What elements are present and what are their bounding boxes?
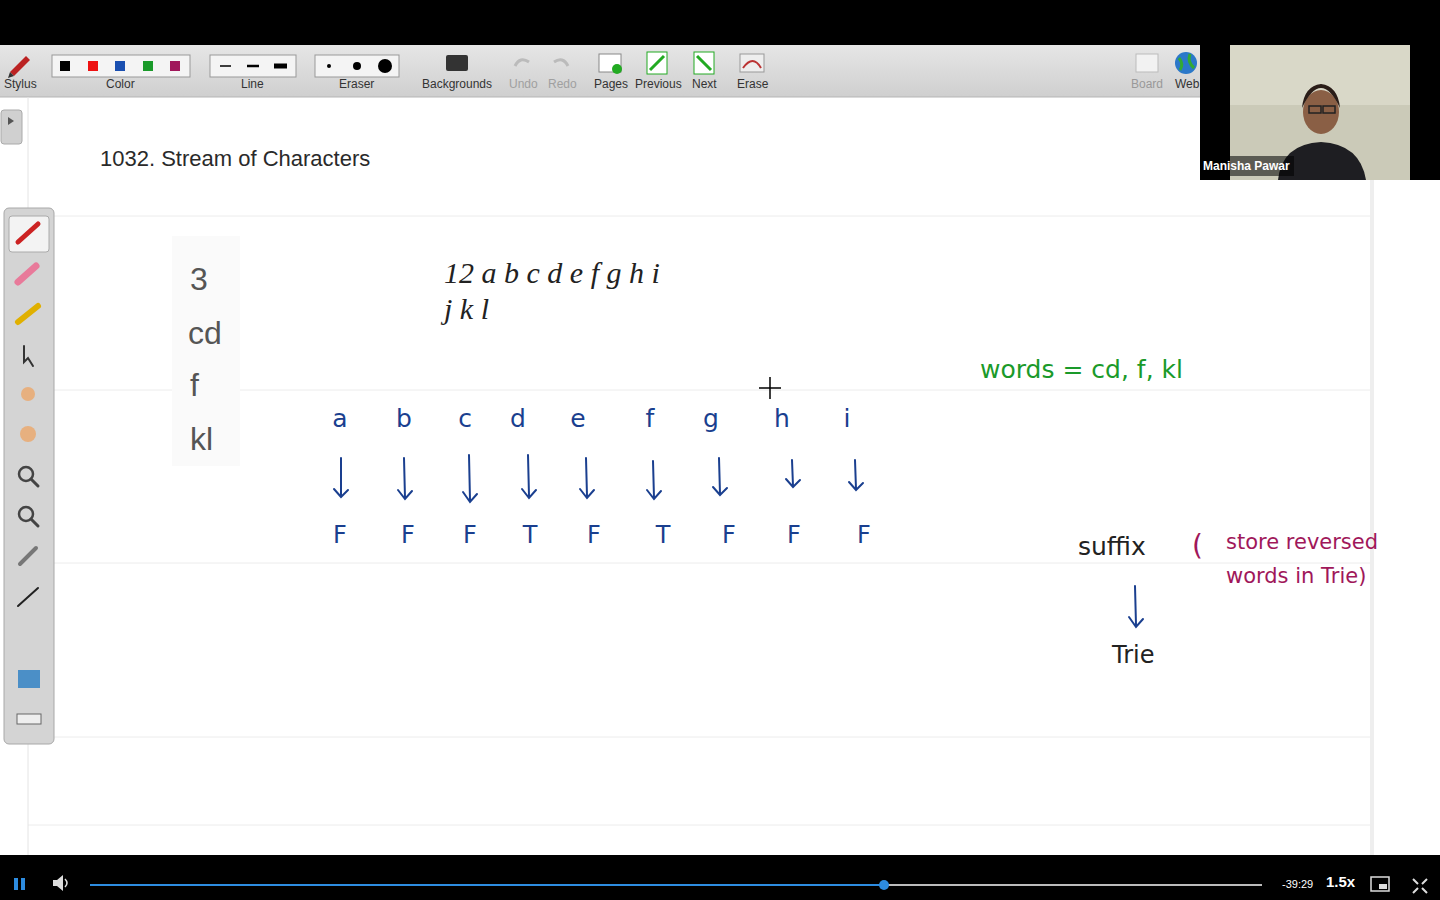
query-stream: 12 a b c d e f g h i bbox=[444, 256, 660, 291]
toolbar-label: Color bbox=[106, 78, 135, 92]
query-stream: j k l bbox=[444, 292, 489, 327]
trie-label: Trie bbox=[1112, 642, 1154, 670]
stream-letter: g bbox=[703, 405, 719, 434]
toolbar-label: Previous bbox=[635, 78, 682, 92]
toolbar-label: Line bbox=[241, 78, 264, 92]
toolbar-label: Stylus bbox=[4, 78, 37, 92]
time-remaining: -39:29 bbox=[1282, 878, 1313, 891]
page-title: 1032. Stream of Characters bbox=[100, 146, 370, 171]
query-result: T bbox=[656, 522, 671, 550]
stream-letter: f bbox=[646, 405, 655, 434]
trie-note: store reversed words in Trie) bbox=[1226, 526, 1426, 593]
toolbar-label: Eraser bbox=[339, 78, 374, 92]
toolbar-label: Redo bbox=[548, 78, 577, 92]
toolbar-label: Next bbox=[692, 78, 717, 92]
toolbar-label: Pages bbox=[594, 78, 628, 92]
toolbar-label: Backgrounds bbox=[422, 78, 492, 92]
query-result: F bbox=[401, 522, 415, 550]
paren: ( bbox=[1192, 530, 1203, 562]
words-note: words = cd, f, kl bbox=[980, 356, 1183, 385]
playback-speed: 1.5x bbox=[1326, 873, 1355, 890]
sample-input: 3 bbox=[190, 261, 208, 298]
query-result: F bbox=[857, 522, 871, 550]
webcam-name: Manisha Pawar bbox=[1203, 160, 1290, 174]
stream-letter: i bbox=[844, 405, 851, 434]
sample-input: cd bbox=[188, 315, 222, 352]
toolbar-label: Undo bbox=[509, 78, 538, 92]
toolbar-label: Erase bbox=[737, 78, 768, 92]
query-result: F bbox=[722, 522, 736, 550]
query-result: F bbox=[587, 522, 601, 550]
stream-letter: h bbox=[774, 405, 790, 434]
suffix-note: suffix bbox=[1078, 533, 1146, 562]
query-result: F bbox=[787, 522, 801, 550]
stream-letter: d bbox=[510, 405, 526, 434]
query-result: F bbox=[463, 522, 477, 550]
stream-letter: e bbox=[570, 405, 585, 434]
stream-letter: b bbox=[396, 405, 412, 434]
stream-letter: a bbox=[332, 405, 347, 434]
toolbar-label: Board bbox=[1131, 78, 1163, 92]
stream-letter: c bbox=[458, 405, 472, 434]
arrows bbox=[334, 455, 1143, 627]
query-result: T bbox=[523, 522, 538, 550]
sample-input: kl bbox=[190, 421, 213, 458]
sample-input: f bbox=[190, 367, 199, 404]
toolbar-label: Web bbox=[1175, 78, 1199, 92]
query-result: F bbox=[333, 522, 347, 550]
